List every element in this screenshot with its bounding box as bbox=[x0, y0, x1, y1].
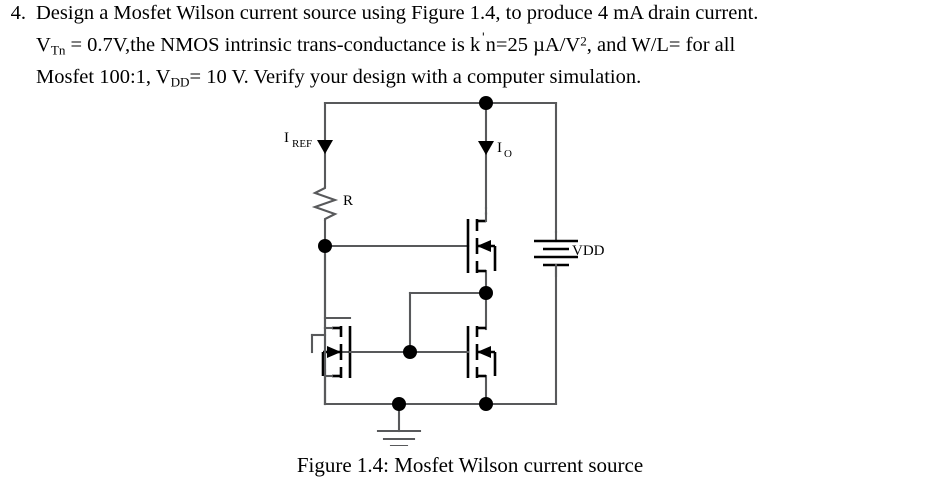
junction-dot-feedback bbox=[479, 286, 493, 300]
text-fragment: = 10 V. Verify your design with a comput… bbox=[189, 65, 642, 88]
mosfet-m2-right bbox=[466, 326, 497, 378]
resistor-r: R bbox=[311, 186, 353, 221]
text-fragment: DD bbox=[170, 73, 190, 89]
battery-vdd: VDD bbox=[534, 230, 605, 278]
mosfet-m3-top bbox=[466, 212, 497, 273]
i-out-sublabel: O bbox=[504, 148, 512, 160]
problem-line-1: Design a Mosfet Wilson current source us… bbox=[36, 0, 940, 27]
question-body: Design a Mosfet Wilson current source us… bbox=[36, 0, 940, 95]
problem-statement: 4. Design a Mosfet Wilson current source… bbox=[0, 0, 940, 95]
text-fragment: V bbox=[36, 34, 51, 57]
junction-dot-bottom-right bbox=[479, 397, 493, 411]
i-ref-sublabel: REF bbox=[292, 138, 312, 150]
junction-dot-common-gate bbox=[403, 345, 417, 359]
figure-caption: Figure 1.4: Mosfet Wilson current source bbox=[296, 453, 644, 477]
i-ref-label: I bbox=[284, 130, 289, 146]
junction-dot-top bbox=[479, 96, 493, 110]
text-fragment: 2 bbox=[580, 33, 587, 49]
text-fragment: Design a Mosfet Wilson current source us… bbox=[36, 2, 759, 24]
text-fragment: n=25 µA/V bbox=[485, 34, 581, 57]
text-fragment: = 0.7V,the NMOS intrinsic trans-conducta… bbox=[65, 34, 481, 57]
ground-symbol bbox=[376, 429, 422, 446]
vdd-label: VDD bbox=[572, 243, 605, 259]
resistor-label: R bbox=[343, 193, 353, 209]
problem-line-2: VTn = 0.7V,the NMOS intrinsic trans-cond… bbox=[36, 27, 940, 64]
text-fragment: Mosfet 100:1, V bbox=[36, 65, 171, 88]
junction-dot-ground bbox=[392, 397, 406, 411]
figure-container: R I REF I O bbox=[0, 86, 940, 446]
junction-dot-gate-left bbox=[318, 239, 332, 253]
problem-line-3: Mosfet 100:1, VDD= 10 V. Verify your des… bbox=[36, 64, 940, 95]
text-fragment: , and W/L= for all bbox=[586, 34, 736, 57]
question-number: 4. bbox=[10, 2, 26, 24]
problem-row: 4. Design a Mosfet Wilson current source… bbox=[0, 0, 940, 95]
i-out-current: I O bbox=[478, 140, 512, 160]
text-fragment: Tn bbox=[50, 42, 66, 58]
i-ref-current: I REF bbox=[284, 130, 333, 154]
circuit-diagram: R I REF I O bbox=[284, 96, 605, 446]
i-out-label: I bbox=[497, 140, 502, 156]
text-fragment: ˈ bbox=[480, 30, 486, 50]
